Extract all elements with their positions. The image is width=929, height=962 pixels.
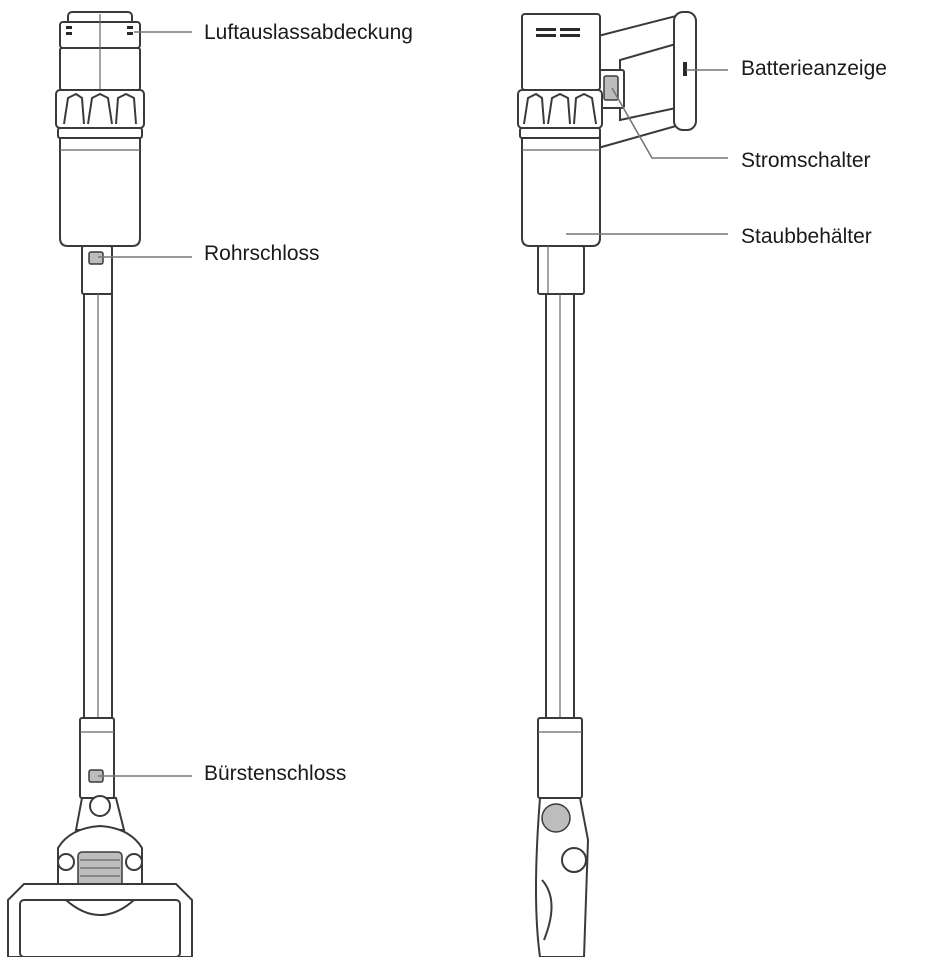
label-brush-lock: Bürstenschloss: [204, 762, 347, 785]
front-view: [7, 11, 193, 958]
side-view: [517, 11, 697, 958]
label-dust-container: Staubbehälter: [741, 225, 872, 248]
leader-power: [611, 87, 728, 159]
label-battery-indicator: Batterieanzeige: [741, 57, 887, 80]
side-handle: [597, 11, 697, 150]
label-exhaust-cover: Luftauslassabdeckung: [204, 21, 413, 44]
side-lower-joint: [537, 717, 583, 799]
label-tube-lock: Rohrschloss: [204, 242, 320, 265]
side-collar: [537, 245, 585, 295]
front-dust-bin: [59, 137, 141, 247]
label-power-switch: Stromschalter: [741, 149, 871, 172]
side-motor-housing: [517, 13, 603, 139]
front-brush-head: [7, 824, 193, 958]
side-dust-bin: [521, 137, 601, 247]
leader-lines: [98, 31, 728, 777]
front-brush-lock: [79, 717, 115, 799]
front-tube-lock: [81, 245, 113, 295]
side-brush-head: [535, 797, 590, 958]
